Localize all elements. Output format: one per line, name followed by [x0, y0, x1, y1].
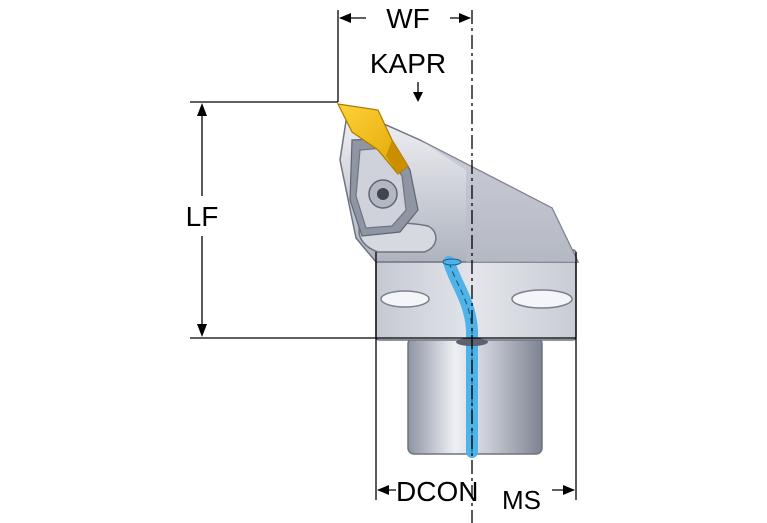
flange-slot-left [380, 290, 430, 308]
kapr-label: KAPR [370, 48, 446, 79]
wf-arrow-right [459, 13, 471, 23]
dcon-arrow-left [377, 485, 389, 495]
tool-body [336, 103, 580, 458]
flange-slot-right [511, 289, 573, 309]
arrowheads [197, 13, 575, 495]
clamp-screw-socket [377, 188, 389, 200]
wf-label: WF [386, 3, 430, 34]
dcon-subscript: MS [502, 485, 541, 515]
wf-arrow-left [339, 13, 351, 23]
insert-edge [386, 140, 408, 174]
head-shade [420, 140, 578, 262]
dcon-label: DCON [396, 476, 478, 507]
lf-arrow-bottom [197, 324, 207, 337]
lf-label: LF [186, 201, 219, 232]
dcon-arrow-right [563, 485, 575, 495]
kapr-arrow [413, 92, 423, 102]
lf-arrow-top [197, 103, 207, 116]
coolant-outlet [442, 258, 462, 266]
